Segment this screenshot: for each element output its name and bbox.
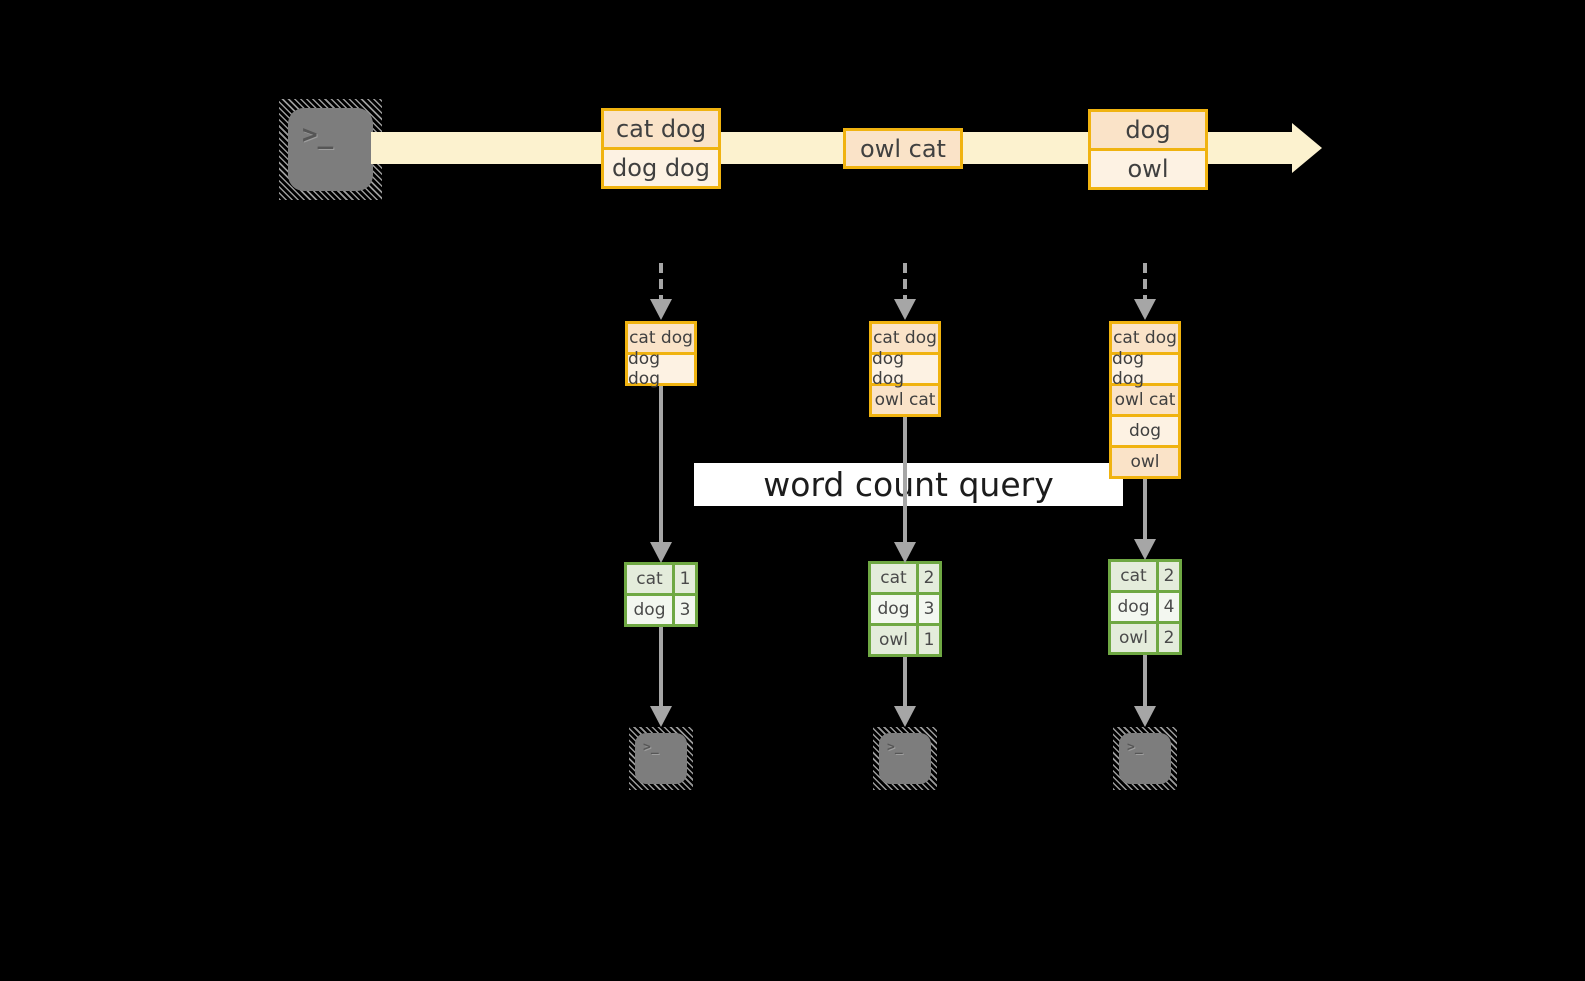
stream-record: dog dog: [604, 147, 718, 186]
buffered-record: dog dog: [628, 349, 694, 389]
buffered-record: cat dog: [1112, 324, 1178, 352]
count-cell: 3: [919, 595, 939, 623]
record-stack: cat dog dog dog owl cat dog owl: [1109, 321, 1181, 479]
count-cell: 2: [1159, 562, 1179, 590]
word-cell: dog: [871, 595, 916, 623]
word-count-table: cat 1 dog 3: [624, 562, 698, 627]
terminal-icon-body: >_: [1119, 733, 1171, 784]
stream-event-box: owl cat: [843, 128, 963, 169]
stream-event-box: cat dog dog dog: [601, 108, 721, 189]
query-banner: word count query: [694, 463, 1123, 506]
arrow-head: [894, 542, 916, 563]
word-cell: dog: [627, 596, 672, 624]
terminal-prompt-glyph: >_: [643, 740, 659, 755]
count-cell: 2: [919, 564, 939, 592]
terminal-prompt-glyph: >_: [302, 120, 334, 150]
arrow-head: [650, 542, 672, 563]
arrow-line: [903, 417, 907, 542]
stream-record: cat dog: [604, 111, 718, 147]
dashed-arrow-head: [894, 299, 916, 320]
arrow-line: [903, 657, 907, 706]
word-count-table: cat 2 dog 4 owl 2: [1108, 559, 1182, 655]
count-cell: 1: [919, 626, 939, 654]
arrow-head: [894, 706, 916, 727]
arrow-line: [659, 386, 663, 542]
word-cell: owl: [1111, 624, 1156, 652]
buffered-record: owl cat: [872, 383, 938, 414]
dashed-arrow-head: [650, 299, 672, 320]
count-cell: 1: [675, 565, 695, 593]
stream-record: owl: [1091, 148, 1205, 187]
buffered-record: cat dog: [872, 324, 938, 352]
terminal-sink-icon: >_: [873, 727, 937, 790]
buffered-record: owl: [1112, 445, 1178, 476]
buffered-record: dog dog: [872, 349, 938, 389]
buffered-record: cat dog: [628, 324, 694, 352]
terminal-icon-body: >_: [635, 733, 687, 784]
dashed-arrow-line: [659, 263, 663, 299]
terminal-prompt-glyph: >_: [1127, 740, 1143, 755]
record-stack: cat dog dog dog: [625, 321, 697, 389]
terminal-icon-body: >_: [288, 108, 373, 191]
stream-event-box: dog owl: [1088, 109, 1208, 190]
word-cell: dog: [1111, 593, 1156, 621]
word-count-table: cat 2 dog 3 owl 1: [868, 561, 942, 657]
stream-arrow-head: [1292, 123, 1322, 173]
count-cell: 3: [675, 596, 695, 624]
word-cell: cat: [871, 564, 916, 592]
arrow-head: [1134, 706, 1156, 727]
word-cell: owl: [871, 626, 916, 654]
dashed-arrow-head: [1134, 299, 1156, 320]
arrow-head: [650, 706, 672, 727]
terminal-icon-body: >_: [879, 733, 931, 784]
stream-record: owl cat: [846, 131, 960, 166]
arrow-line: [1143, 479, 1147, 539]
count-cell: 2: [1159, 624, 1179, 652]
stream-record: dog: [1091, 112, 1205, 148]
buffered-record: owl cat: [1112, 383, 1178, 414]
terminal-source-icon: >_: [279, 99, 382, 200]
record-stack: cat dog dog dog owl cat: [869, 321, 941, 417]
dashed-arrow-line: [903, 263, 907, 299]
terminal-sink-icon: >_: [629, 727, 693, 790]
buffered-record: dog: [1112, 414, 1178, 445]
arrow-line: [659, 627, 663, 706]
terminal-prompt-glyph: >_: [887, 740, 903, 755]
terminal-sink-icon: >_: [1113, 727, 1177, 790]
arrow-line: [1143, 655, 1147, 706]
buffered-record: dog dog: [1112, 349, 1178, 389]
count-cell: 4: [1159, 593, 1179, 621]
word-cell: cat: [627, 565, 672, 593]
query-label: word count query: [763, 465, 1054, 504]
arrow-head: [1134, 539, 1156, 560]
word-cell: cat: [1111, 562, 1156, 590]
dashed-arrow-line: [1143, 263, 1147, 299]
